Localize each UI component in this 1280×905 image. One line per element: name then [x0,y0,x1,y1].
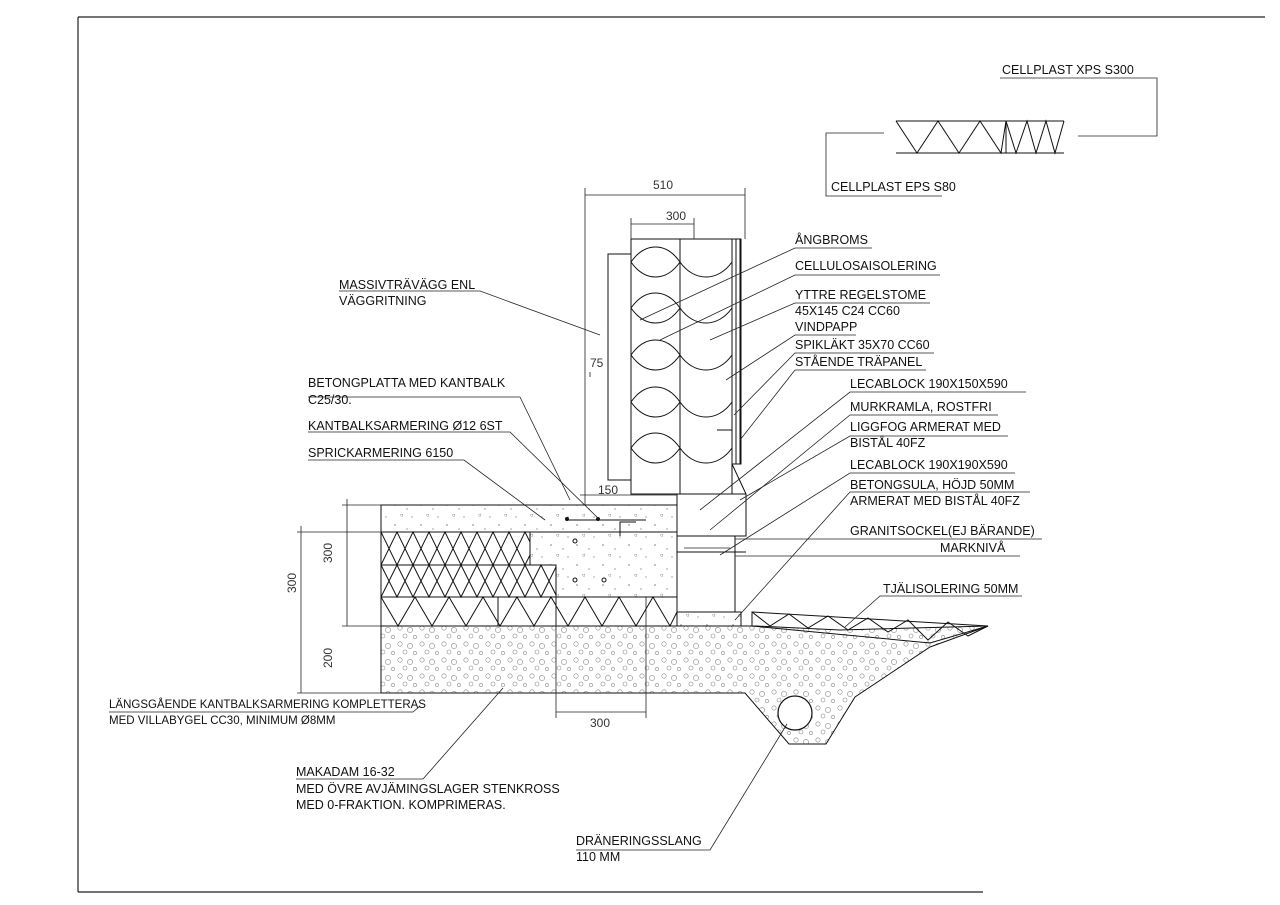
label-liggfog-1: LIGGFOG ARMERAT MED [850,420,1001,434]
leca-foundation [676,493,747,627]
wood-panel [735,238,742,465]
drawing-frame [77,16,1265,893]
label-betongplatta-2: C25/30. [308,393,352,407]
label-dranering-1: DRÄNERINGSSLANG [576,834,702,848]
dim-gravel-200: 200 [321,648,335,668]
dim-insulation: 300 [666,209,686,223]
label-leca1: LECABLOCK 190X150X590 [850,377,1008,391]
concrete-footing [676,611,742,627]
label-langsgaende-1: LÄNGSGÅENDE KANTBALKSARMERING KOMPLETTER… [109,698,426,711]
dim-slab-300: 300 [321,543,335,563]
label-cellulosa: CELLULOSAISOLERING [795,259,937,273]
label-granitsockel: GRANITSOCKEL(EJ BÄRANDE) [850,524,1035,538]
leader-lines [109,247,1042,851]
label-massivtravagg-1: MASSIVTRÄVÄGG ENL [339,278,475,292]
annotations: MASSIVTRÄVÄGG ENL VÄGGRITNING BETONGPLAT… [109,232,1035,864]
label-dranering-2: 110 MM [576,850,620,864]
leader-xps [1000,77,1158,137]
slab-assembly [380,504,678,628]
label-tjalisolering: TJÄLISOLERING 50MM [883,582,1018,596]
leader-eps [825,132,942,197]
label-makadam-1: MAKADAM 16-32 [296,765,395,779]
concrete-slab [380,504,678,533]
lecablock-upper [676,493,747,537]
gravel-bed [380,625,989,745]
label-makadam-2: MED ÖVRE AVJÄMINGSLAGER STENKROSS [296,782,560,796]
label-betongsula-2: ARMERAT MED BISTÅL 40FZ [850,493,1020,508]
label-spiklakt: SPIKLÄKT 35X70 CC60 [795,338,930,352]
solid-timber-wall [607,253,632,481]
legend-insulation-sample [895,119,1065,155]
label-makadam-3: MED 0-FRAKTION. KOMPRIMERAS. [296,798,506,812]
dim-slab-total-300: 300 [285,573,299,593]
label-angbroms: ÅNGBROMS [795,232,868,247]
label-liggfog-2: BISTÅL 40FZ [850,435,926,450]
label-sprickarmering: SPRICKARMERING 6150 [308,446,453,460]
cellulose-insulation-symbol [630,246,733,464]
xps-insulation-under-slab [380,596,678,628]
lecablock-lower [676,551,736,613]
label-langsgaende-2: MED VILLABYGEL CC30, MINIMUM Ø8MM [109,715,335,727]
rebar-markers [565,517,646,583]
label-yttre-1: YTTRE REGELSTOME [795,288,926,302]
dim-batten: 75 [590,356,604,370]
dim-bottom-300: 300 [590,716,610,730]
dim-wall-total: 510 [653,178,673,192]
dim-step: 150 [598,483,618,497]
eps-insulation-under-slab [380,530,557,599]
label-massivtravagg-2: VÄGGRITNING [339,294,427,308]
material-legend: CELLPLAST XPS S300 CELLPLAST EPS S80 [825,63,1158,197]
label-kantbalksarmering: KANTBALKSARMERING Ø12 6ST [308,419,503,433]
label-markniva: MARKNIVÅ [940,540,1006,555]
frost-insulation [751,611,989,644]
legend-xps-label: CELLPLAST XPS S300 [1002,63,1134,77]
label-betongplatta-1: BETONGPLATTA MED KANTBALK [308,376,506,390]
drainage-pipe [777,695,813,731]
label-tranpanel: STÅENDE TRÄPANEL [795,354,922,369]
label-betongsula-1: BETONGSULA, HÖJD 50MM [850,478,1014,492]
label-yttre-2: 45X145 C24 CC60 [795,304,900,318]
label-leca2: LECABLOCK 190X190X590 [850,458,1008,472]
label-murkramla: MURKRAMLA, ROSTFRI [850,400,992,414]
legend-eps-label: CELLPLAST EPS S80 [831,180,956,194]
label-vindpapp: VINDPAPP [795,320,857,334]
wall-assembly [607,238,747,495]
dimensions [297,188,746,718]
